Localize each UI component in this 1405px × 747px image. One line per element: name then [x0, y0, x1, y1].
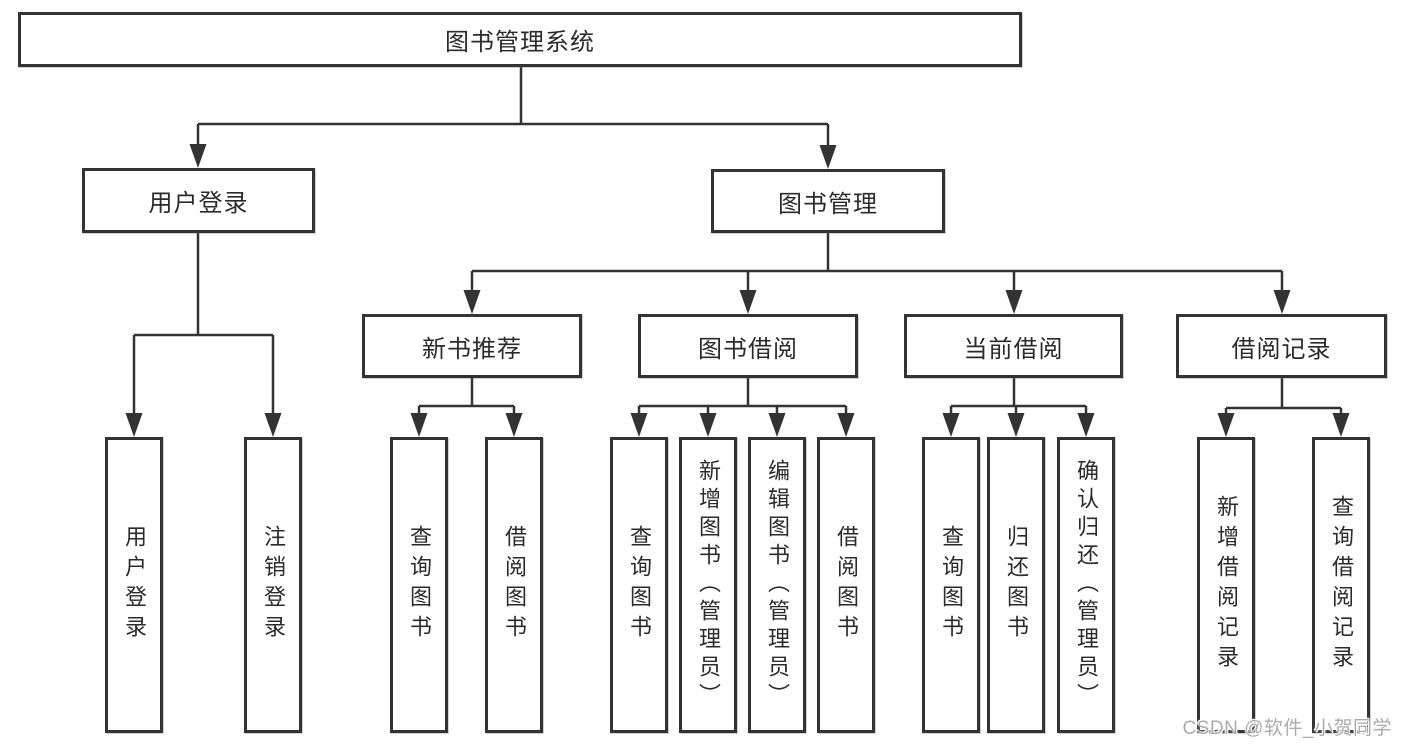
- leaf-query-borrow-record: 查询借阅记录: [1312, 437, 1370, 733]
- leaf-add-books-admin: 新增图书（管理员）: [679, 437, 737, 733]
- connector-records-to-leaves: [1224, 378, 1343, 425]
- leaf-logout: 注销登录: [244, 437, 302, 733]
- csdn-watermark: CSDN @软件_小贺同学: [1182, 718, 1392, 739]
- leaf-add-borrow-record: 新增借阅记录: [1197, 437, 1255, 733]
- connector-newbook-to-leaves: [417, 378, 516, 425]
- leaf-query-books-borrow: 查询图书: [610, 437, 668, 733]
- node-root-system: 图书管理系统: [18, 12, 1022, 67]
- node-book-management: 图书管理: [711, 169, 945, 233]
- leaf-query-books-current: 查询图书: [922, 437, 980, 733]
- node-current-borrow: 当前借阅: [904, 314, 1123, 378]
- leaf-query-books-newbook: 查询图书: [390, 437, 448, 733]
- node-user-login: 用户登录: [82, 168, 315, 233]
- connector-userlogin-to-leaves: [132, 233, 275, 420]
- connector-bookmgmt-to-level3: [470, 233, 1284, 300]
- connector-bookborrow-to-leaves: [637, 378, 848, 425]
- leaf-user-login: 用户登录: [105, 437, 163, 733]
- leaf-borrow-books-newbook: 借阅图书: [485, 437, 543, 733]
- node-borrow-records: 借阅记录: [1176, 314, 1387, 378]
- leaf-confirm-return-admin: 确认归还（管理员）: [1057, 437, 1115, 733]
- node-book-borrow: 图书借阅: [638, 314, 858, 378]
- leaf-edit-books-admin: 编辑图书（管理员）: [748, 437, 806, 733]
- leaf-return-books: 归还图书: [987, 437, 1045, 733]
- connector-root-to-level2: [196, 67, 830, 150]
- node-new-book-recommend: 新书推荐: [362, 314, 582, 378]
- leaf-borrow-books: 借阅图书: [817, 437, 875, 733]
